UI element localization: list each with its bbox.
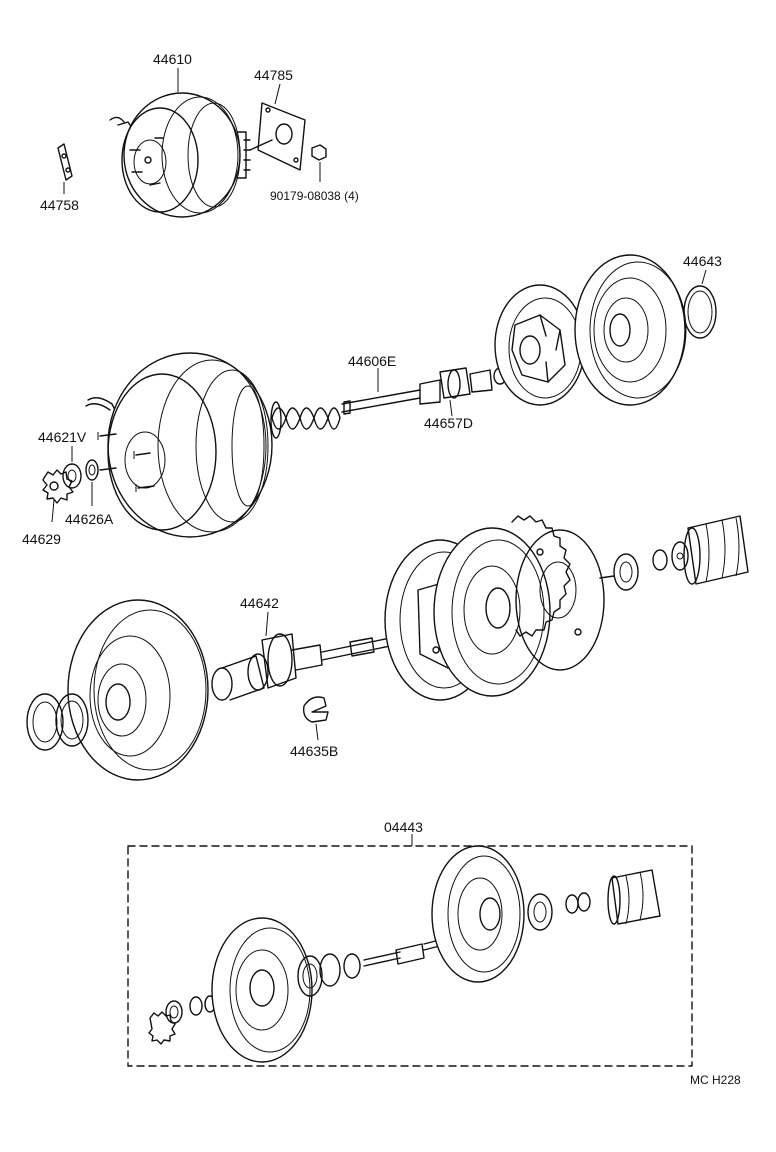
label-44657D: 44657D (424, 415, 473, 431)
diaphragm-plate (494, 284, 586, 406)
label-90179-08038: 90179-08038 (4) (270, 189, 359, 203)
kit-parts (148, 845, 661, 1063)
label-44610: 44610 (153, 51, 192, 67)
valve-body-44657D (419, 367, 507, 417)
label-44621V: 44621V (38, 429, 87, 445)
key-44635B (302, 696, 329, 741)
return-spring (270, 401, 341, 439)
valve-body-44642 (211, 611, 323, 701)
label-44643: 44643 (683, 253, 722, 269)
rear-seals (599, 515, 749, 591)
clip-44758 (57, 143, 73, 194)
o-ring-44643 (683, 269, 717, 339)
label-44626A: 44626A (65, 511, 114, 527)
front-shell (574, 254, 687, 406)
seals-left (26, 693, 89, 751)
label-44642: 44642 (240, 595, 279, 611)
label-44758: 44758 (40, 197, 79, 213)
label-44629: 44629 (22, 531, 61, 547)
label-44635B: 44635B (290, 743, 338, 759)
brake-booster-assembly (109, 68, 327, 218)
diaphragm-pair (384, 527, 551, 701)
part-labels: 44610 44785 90179-08038 (4) 44758 44643 … (22, 51, 741, 1087)
toothed-diaphragm (511, 515, 605, 671)
label-44785: 44785 (254, 67, 293, 83)
booster-body-large (85, 352, 273, 538)
label-04443: 04443 (384, 819, 423, 835)
rear-shell (67, 599, 209, 781)
label-44606E: 44606E (348, 353, 396, 369)
small-parts-44621V-44626A-44629 (42, 446, 99, 523)
kit-04443-frame (127, 834, 693, 1067)
push-rod-44606E (341, 368, 421, 415)
drawing-code: MC H228 (690, 1073, 741, 1087)
